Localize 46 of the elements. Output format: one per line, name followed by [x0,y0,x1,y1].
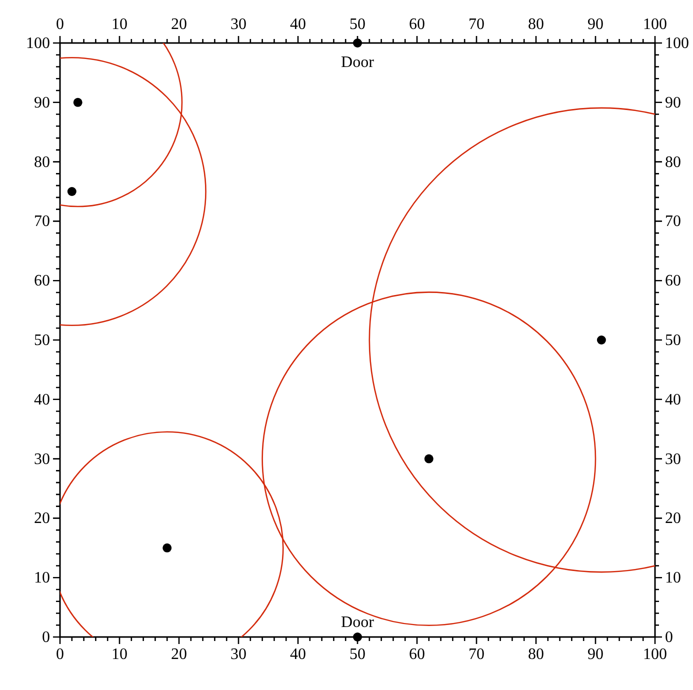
tick-label: 100 [643,16,667,33]
tick-label: 10 [112,646,128,663]
tick-label: 100 [26,35,50,52]
tick-label: 80 [528,646,544,663]
tick-label: 60 [665,272,681,290]
tick-label: 90 [588,16,604,33]
tick-label: 0 [665,629,673,646]
tick-label: 70 [34,213,50,230]
tick-label: 40 [34,391,50,408]
tick-label: 40 [290,646,306,663]
tick-label: 50 [350,16,366,33]
tick-label: 10 [665,570,681,587]
tick-label: 10 [34,570,50,587]
tick-label: 30 [34,450,50,468]
tick-label: 50 [34,332,50,349]
tick-label: 0 [42,629,50,646]
tick-label: 70 [468,16,484,33]
tick-label: 80 [528,16,544,33]
tick-label: 70 [665,213,681,230]
tick-label: 20 [171,16,187,33]
tick-label: 100 [643,646,667,663]
tick-label: 0 [56,646,64,663]
tick-label: 90 [34,94,50,112]
tick-label: 50 [350,646,366,663]
tick-label: 40 [290,16,306,33]
tick-label: 60 [34,272,50,290]
tick-label: 20 [665,510,681,528]
tick-label: 30 [665,450,681,468]
tick-label: 30 [230,16,246,33]
tick-label: 80 [665,154,681,171]
tick-label: 60 [409,646,425,663]
tick-label: 50 [665,332,681,349]
tick-label: 60 [409,16,425,33]
tick-label: 10 [112,16,128,33]
tick-label: 0 [56,16,64,33]
tick-label: 40 [665,391,681,408]
annotation-label: Door [341,54,374,71]
tick-label: 90 [665,94,681,112]
tick-label: 20 [171,646,187,663]
tick-label: 90 [588,646,604,663]
tick-label: 70 [468,646,484,663]
tick-label: 20 [34,510,50,528]
tick-label: 30 [230,646,246,663]
annotation-label: Door [341,614,374,631]
tick-label: 80 [34,154,50,171]
tick-label: 100 [665,35,689,52]
